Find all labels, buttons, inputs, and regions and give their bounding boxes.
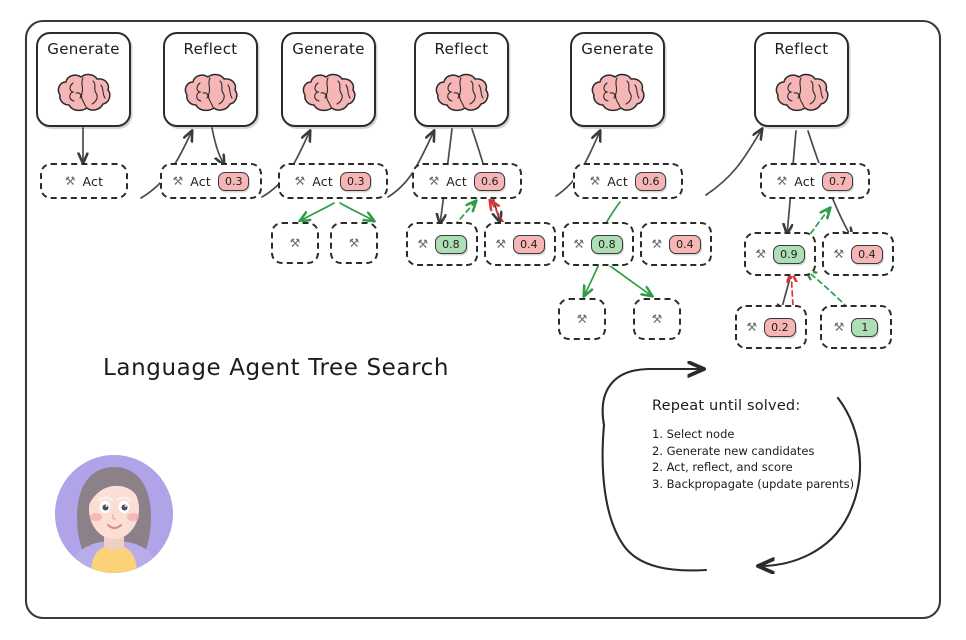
node-candidate-scored[interactable]: ⚒ 1: [820, 305, 892, 349]
agent-box-title: Generate: [581, 40, 654, 58]
user-avatar: [55, 455, 173, 573]
tools-icon: ⚒: [746, 320, 758, 334]
tools-icon: ⚒: [776, 174, 788, 188]
node-candidate[interactable]: ⚒: [271, 222, 319, 264]
node-label: Act: [190, 173, 211, 189]
avatar-illustration: [55, 455, 173, 573]
agent-box-title: Reflect: [183, 40, 238, 58]
score-badge: 0.8: [435, 234, 467, 254]
node-candidate-scored[interactable]: ⚒ 0.4: [640, 222, 712, 266]
tools-icon: ⚒: [428, 174, 440, 188]
node-act-2[interactable]: ⚒ Act 0.3: [160, 163, 262, 199]
node-candidate-scored[interactable]: ⚒ 0.4: [484, 222, 556, 266]
tools-icon: ⚒: [172, 174, 184, 188]
score-badge: 0.4: [513, 234, 545, 254]
score-badge: 0.4: [669, 234, 701, 254]
tools-icon: ⚒: [833, 320, 845, 334]
agent-box-reflect-2[interactable]: Reflect: [414, 32, 509, 127]
score-badge: 0.7: [821, 171, 854, 191]
node-label: Act: [446, 173, 467, 189]
tools-icon: ⚒: [833, 247, 845, 261]
score-badge: 0.6: [634, 171, 667, 191]
page-title: Language Agent Tree Search: [103, 355, 450, 381]
agent-box-title: Generate: [292, 40, 365, 58]
node-candidate-scored[interactable]: ⚒ 0.2: [735, 305, 807, 349]
node-candidate-scored[interactable]: ⚒ 0.8: [406, 222, 478, 266]
loop-heading: Repeat until solved:: [652, 398, 801, 414]
node-act-4[interactable]: ⚒ Act 0.6: [412, 163, 522, 199]
node-label: Act: [607, 173, 628, 189]
loop-step: 2. Generate new candidates: [652, 443, 815, 458]
node-label: Act: [312, 173, 333, 189]
score-badge: 0.6: [473, 171, 506, 191]
agent-box-generate-1[interactable]: Generate: [36, 32, 131, 127]
tools-icon: ⚒: [495, 237, 507, 251]
agent-box-generate-2[interactable]: Generate: [281, 32, 376, 127]
node-act-5[interactable]: ⚒ Act 0.6: [573, 163, 683, 199]
brain-icon: [591, 73, 645, 112]
tools-icon: ⚒: [651, 312, 663, 326]
tools-icon: ⚒: [651, 237, 663, 251]
loop-step-list: 1. Select node 2. Generate new candidate…: [652, 426, 897, 492]
tools-icon: ⚒: [573, 237, 585, 251]
agent-box-title: Reflect: [774, 40, 829, 58]
tools-icon: ⚒: [289, 236, 301, 250]
tools-icon: ⚒: [576, 312, 588, 326]
node-act-1[interactable]: ⚒ Act: [40, 163, 128, 199]
tools-icon: ⚒: [589, 174, 601, 188]
score-badge: 1: [851, 317, 879, 337]
node-act-3[interactable]: ⚒ Act 0.3: [278, 163, 388, 199]
brain-icon: [57, 73, 111, 112]
tools-icon: ⚒: [417, 237, 429, 251]
brain-icon: [775, 73, 829, 112]
repeat-loop-panel: Repeat until solved: 1. Select node 2. G…: [652, 398, 897, 492]
loop-step: 3. Backpropagate (update parents): [652, 476, 855, 491]
agent-box-generate-3[interactable]: Generate: [570, 32, 665, 127]
node-candidate-scored[interactable]: ⚒ 0.8: [562, 222, 634, 266]
tools-icon: ⚒: [755, 247, 767, 261]
score-badge: 0.3: [217, 171, 250, 191]
agent-box-title: Reflect: [434, 40, 489, 58]
tools-icon: ⚒: [348, 236, 360, 250]
agent-box-reflect-3[interactable]: Reflect: [754, 32, 849, 127]
node-candidate-scored[interactable]: ⚒ 0.9: [744, 232, 816, 276]
loop-step: 2. Act, reflect, and score: [652, 460, 793, 474]
score-badge: 0.3: [339, 171, 372, 191]
agent-box-reflect-1[interactable]: Reflect: [163, 32, 258, 127]
score-badge: 0.9: [773, 244, 805, 264]
loop-step: 1. Select node: [652, 427, 735, 441]
brain-icon: [302, 73, 356, 112]
node-label: Act: [82, 173, 104, 189]
brain-icon: [184, 73, 238, 112]
node-candidate[interactable]: ⚒: [633, 298, 681, 340]
score-badge: 0.4: [851, 244, 883, 264]
agent-box-title: Generate: [47, 40, 120, 58]
node-act-6[interactable]: ⚒ Act 0.7: [760, 163, 870, 199]
brain-icon: [435, 73, 489, 112]
score-badge: 0.8: [591, 234, 623, 254]
tools-icon: ⚒: [294, 174, 306, 188]
tools-icon: ⚒: [64, 174, 76, 188]
node-candidate[interactable]: ⚒: [558, 298, 606, 340]
node-candidate[interactable]: ⚒: [330, 222, 378, 264]
node-label: Act: [794, 173, 815, 189]
score-badge: 0.2: [764, 317, 796, 337]
node-candidate-scored[interactable]: ⚒ 0.4: [822, 232, 894, 276]
